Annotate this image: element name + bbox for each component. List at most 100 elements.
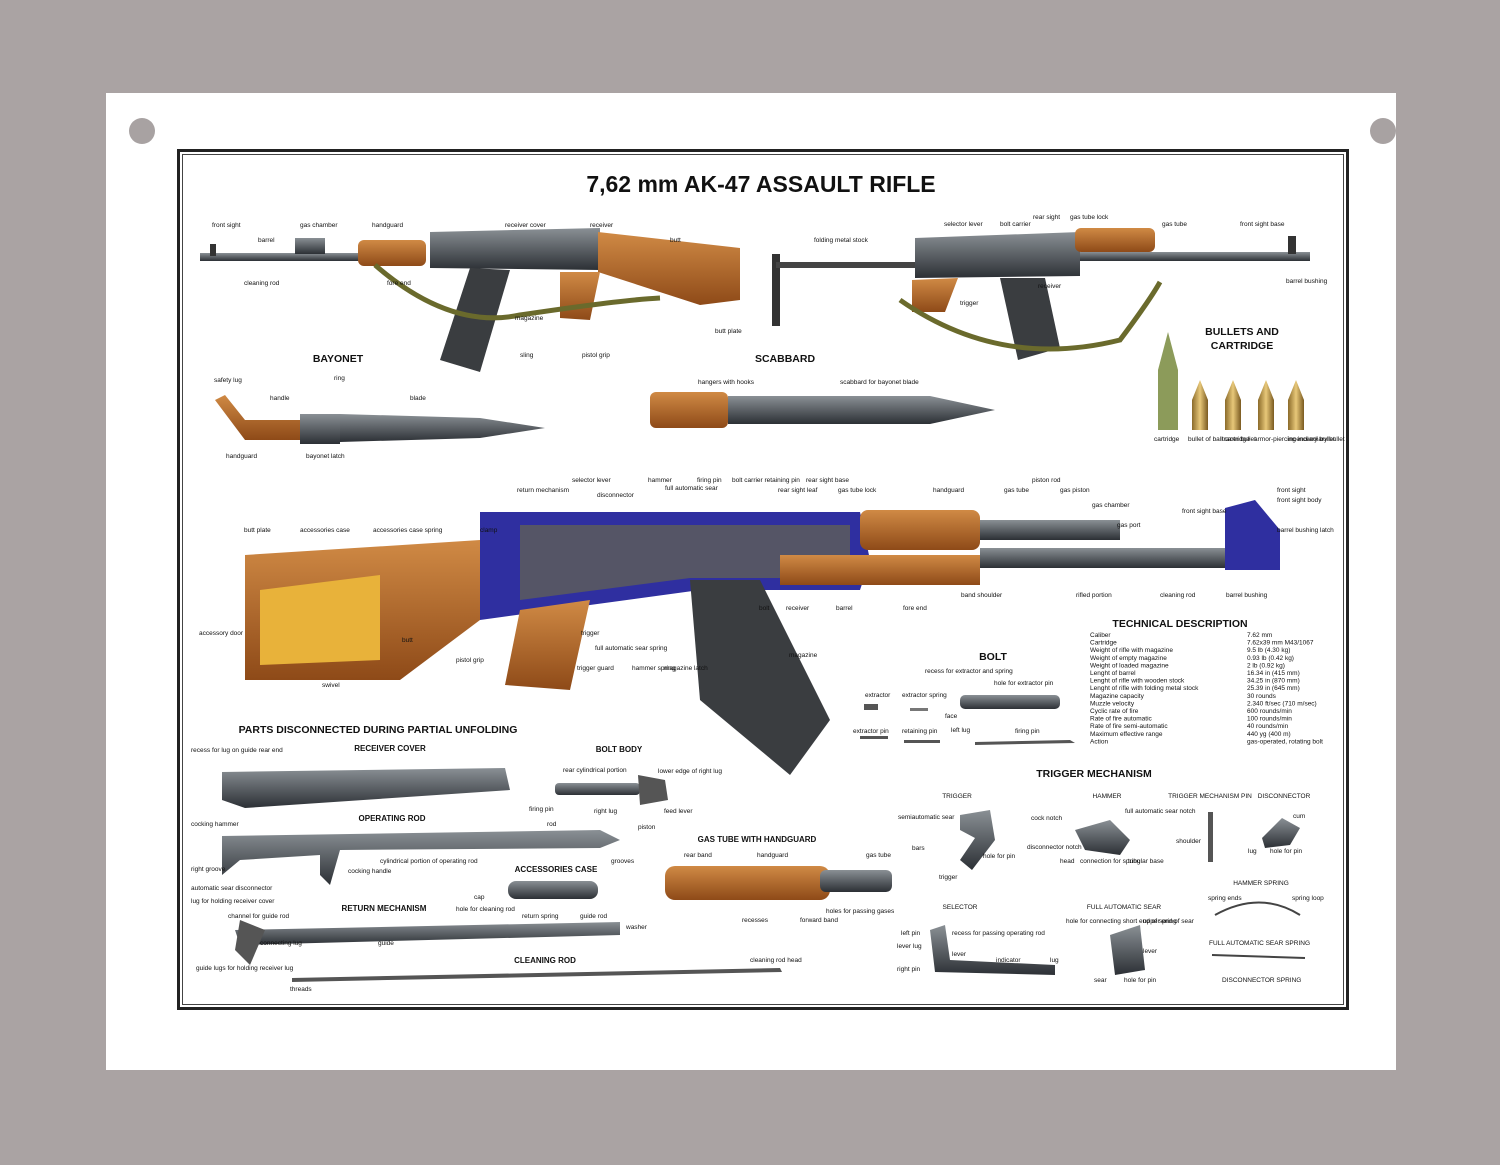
svg-text:full automatic sear: full automatic sear — [665, 485, 719, 492]
svg-text:receiver: receiver — [1038, 283, 1062, 290]
bullets-heading-line2: CARTRIDGE — [1211, 340, 1273, 352]
svg-text:handguard: handguard — [933, 487, 964, 494]
svg-text:gas chamber: gas chamber — [300, 222, 338, 229]
svg-text:accessory door: accessory door — [199, 630, 244, 637]
hammer-spring-subheading: HAMMER SPRING — [1233, 880, 1289, 887]
cutaway-rifle — [245, 500, 1280, 775]
svg-text:return spring: return spring — [522, 913, 559, 920]
svg-text:extractor: extractor — [865, 692, 891, 699]
svg-text:bolt carrier: bolt carrier — [1000, 221, 1032, 228]
svg-text:rear sight base: rear sight base — [806, 477, 849, 484]
hammer-subheading: HAMMER — [1093, 793, 1122, 800]
svg-text:blade: blade — [410, 395, 426, 402]
svg-text:accessories case spring: accessories case spring — [373, 527, 443, 534]
svg-text:rear sight: rear sight — [1033, 214, 1060, 221]
disconnector-subheading: DISCONNECTOR — [1258, 793, 1311, 800]
svg-text:tracer bullet: tracer bullet — [1222, 436, 1256, 443]
trigger-subheading: TRIGGER — [942, 793, 972, 800]
svg-text:clamp: clamp — [480, 527, 498, 534]
parts-heading: PARTS DISCONNECTED DURING PARTIAL UNFOLD… — [239, 724, 518, 736]
operating-rod-part — [222, 830, 620, 885]
tech-row-label: Caliber — [1090, 632, 1111, 639]
bolt-body-heading: BOLT BODY — [596, 745, 643, 754]
tech-row-label: Lenght of rifle with wooden stock — [1090, 678, 1185, 685]
tech-row-label: Weight of loaded magazine — [1090, 662, 1169, 669]
svg-text:pistol grip: pistol grip — [582, 352, 610, 359]
bolt-body-part — [555, 775, 668, 805]
disconnector-part — [1262, 818, 1300, 848]
bullets-heading-line1: BULLETS AND — [1205, 326, 1279, 338]
springs-part — [1211, 901, 1306, 959]
selector-subheading: SELECTOR — [943, 904, 978, 911]
svg-text:return mechanism: return mechanism — [517, 487, 569, 494]
svg-text:rifled portion: rifled portion — [1076, 592, 1112, 599]
tech-row-value: 100 rounds/min — [1247, 716, 1292, 723]
svg-text:cylindrical portion of operati: cylindrical portion of operating rod — [380, 858, 478, 865]
hammer-part — [1075, 820, 1130, 855]
tech-row-label: Action — [1090, 738, 1108, 745]
svg-text:trigger guard: trigger guard — [577, 665, 614, 672]
svg-text:full automatic sear spring: full automatic sear spring — [595, 645, 668, 652]
cleaning-rod-part — [292, 968, 782, 982]
svg-text:bullet of ball cartridge: bullet of ball cartridge — [1188, 436, 1250, 443]
svg-text:butt: butt — [402, 637, 413, 644]
accessories-case-part — [508, 881, 598, 899]
svg-text:firing pin: firing pin — [697, 477, 722, 484]
tech-row-label: Magazine capacity — [1090, 693, 1145, 700]
tech-row-label: Lenght of rifle with folding metal stock — [1090, 685, 1199, 692]
svg-text:firing pin: firing pin — [1015, 728, 1040, 735]
svg-text:automatic sear disconnector: automatic sear disconnector — [191, 885, 273, 892]
svg-text:FULL AUTOMATIC SEAR SPRING: FULL AUTOMATIC SEAR SPRING — [1209, 940, 1310, 947]
gas-tube-part — [665, 866, 892, 900]
svg-text:lever: lever — [1143, 948, 1158, 955]
svg-text:hole for connecting short end: hole for connecting short end of spring — [1066, 918, 1177, 925]
svg-text:cleaning rod: cleaning rod — [1160, 592, 1196, 599]
svg-text:cock notch: cock notch — [1031, 815, 1062, 822]
tech-row-label: Muzzle velocity — [1090, 700, 1135, 707]
bolt-heading: BOLT — [979, 651, 1007, 663]
svg-text:rear cylindrical portion: rear cylindrical portion — [563, 767, 627, 774]
svg-text:bolt carrier retaining pin: bolt carrier retaining pin — [732, 477, 800, 484]
svg-text:lug: lug — [1248, 848, 1257, 855]
tech-row-value: 30 rounds — [1247, 693, 1277, 700]
svg-text:feed lever: feed lever — [664, 808, 693, 815]
scabbard-heading: SCABBARD — [755, 353, 816, 365]
svg-text:lever: lever — [952, 951, 967, 958]
svg-text:washer: washer — [625, 924, 648, 931]
operating-rod-heading: OPERATING ROD — [359, 814, 426, 823]
svg-text:barrel bushing: barrel bushing — [1286, 278, 1328, 285]
svg-text:recesses: recesses — [742, 917, 769, 924]
svg-text:extractor pin: extractor pin — [853, 728, 889, 735]
svg-text:gas piston: gas piston — [1060, 487, 1090, 494]
trigger-part — [960, 810, 995, 870]
svg-text:recess for extractor and sprin: recess for extractor and spring — [925, 668, 1013, 675]
bayonet-drawing — [215, 395, 545, 444]
svg-text:pistol grip: pistol grip — [456, 657, 484, 664]
svg-text:forward band: forward band — [800, 917, 838, 924]
svg-text:recess for passing operating r: recess for passing operating rod — [952, 930, 1045, 937]
svg-text:tubular base: tubular base — [1128, 858, 1164, 865]
svg-text:receiver cover: receiver cover — [505, 222, 547, 229]
svg-text:ring: ring — [334, 375, 345, 382]
full-auto-sear-subheading: FULL AUTOMATIC SEAR — [1087, 904, 1162, 911]
svg-text:gas port: gas port — [1117, 522, 1141, 529]
svg-text:firing pin: firing pin — [529, 806, 554, 813]
svg-text:selector lever: selector lever — [944, 221, 983, 228]
svg-text:cocking hammer: cocking hammer — [191, 821, 240, 828]
tech-row-label: Cartridge — [1090, 640, 1117, 647]
svg-text:magazine: magazine — [789, 652, 818, 659]
svg-text:cleaning rod: cleaning rod — [244, 280, 280, 287]
svg-text:armor-piercing incendiary bull: armor-piercing incendiary bullet — [1254, 436, 1345, 443]
return-mechanism-heading: RETURN MECHANISM — [342, 904, 427, 913]
svg-text:disconnector notch: disconnector notch — [1027, 844, 1082, 851]
scabbard-drawing — [650, 392, 995, 428]
svg-text:disconnector: disconnector — [597, 492, 635, 499]
svg-text:bars: bars — [912, 845, 925, 852]
svg-text:gas tube lock: gas tube lock — [838, 487, 877, 494]
poster-frame — [177, 149, 1349, 1010]
svg-text:hammer: hammer — [648, 477, 673, 484]
svg-text:connection for spring: connection for spring — [1080, 858, 1141, 865]
svg-text:bolt: bolt — [759, 605, 770, 612]
tech-row-value: 25.39 in (645 mm) — [1247, 685, 1300, 692]
tech-row-value: gas-operated, rotating bolt — [1247, 738, 1323, 745]
